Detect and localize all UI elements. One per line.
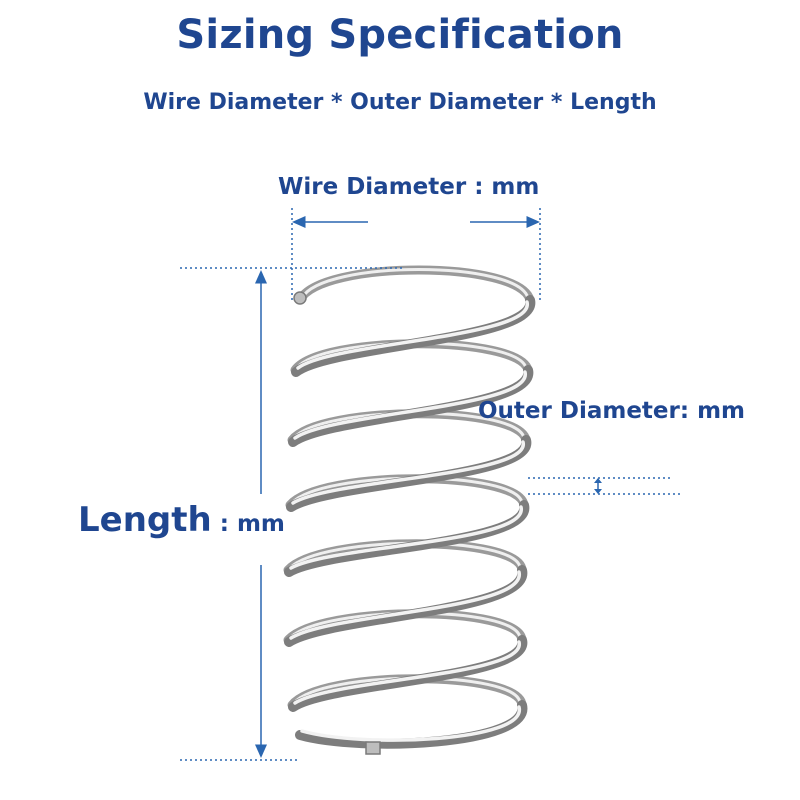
length-dimension: [180, 267, 402, 761]
page-subtitle: Wire Diameter * Outer Diameter * Length: [143, 90, 657, 115]
outer-diameter-dimension: [528, 477, 682, 495]
length-label-unit: : mm: [211, 511, 285, 537]
wire-diameter-label: Wire Diameter : mm: [278, 174, 540, 200]
wire-diameter-dimension: [291, 208, 541, 300]
outer-diameter-label: Outer Diameter: mm: [478, 398, 746, 424]
spring-coils-back-highlight: [288, 268, 530, 705]
length-label-main: Length: [78, 500, 212, 540]
wire-end-top: [293, 291, 307, 305]
spring-coils-front-highlight: [289, 300, 529, 742]
length-label: Length : mm: [78, 500, 285, 540]
wire-end-bottom: [365, 741, 381, 755]
page-title: Sizing Specification: [176, 12, 624, 58]
